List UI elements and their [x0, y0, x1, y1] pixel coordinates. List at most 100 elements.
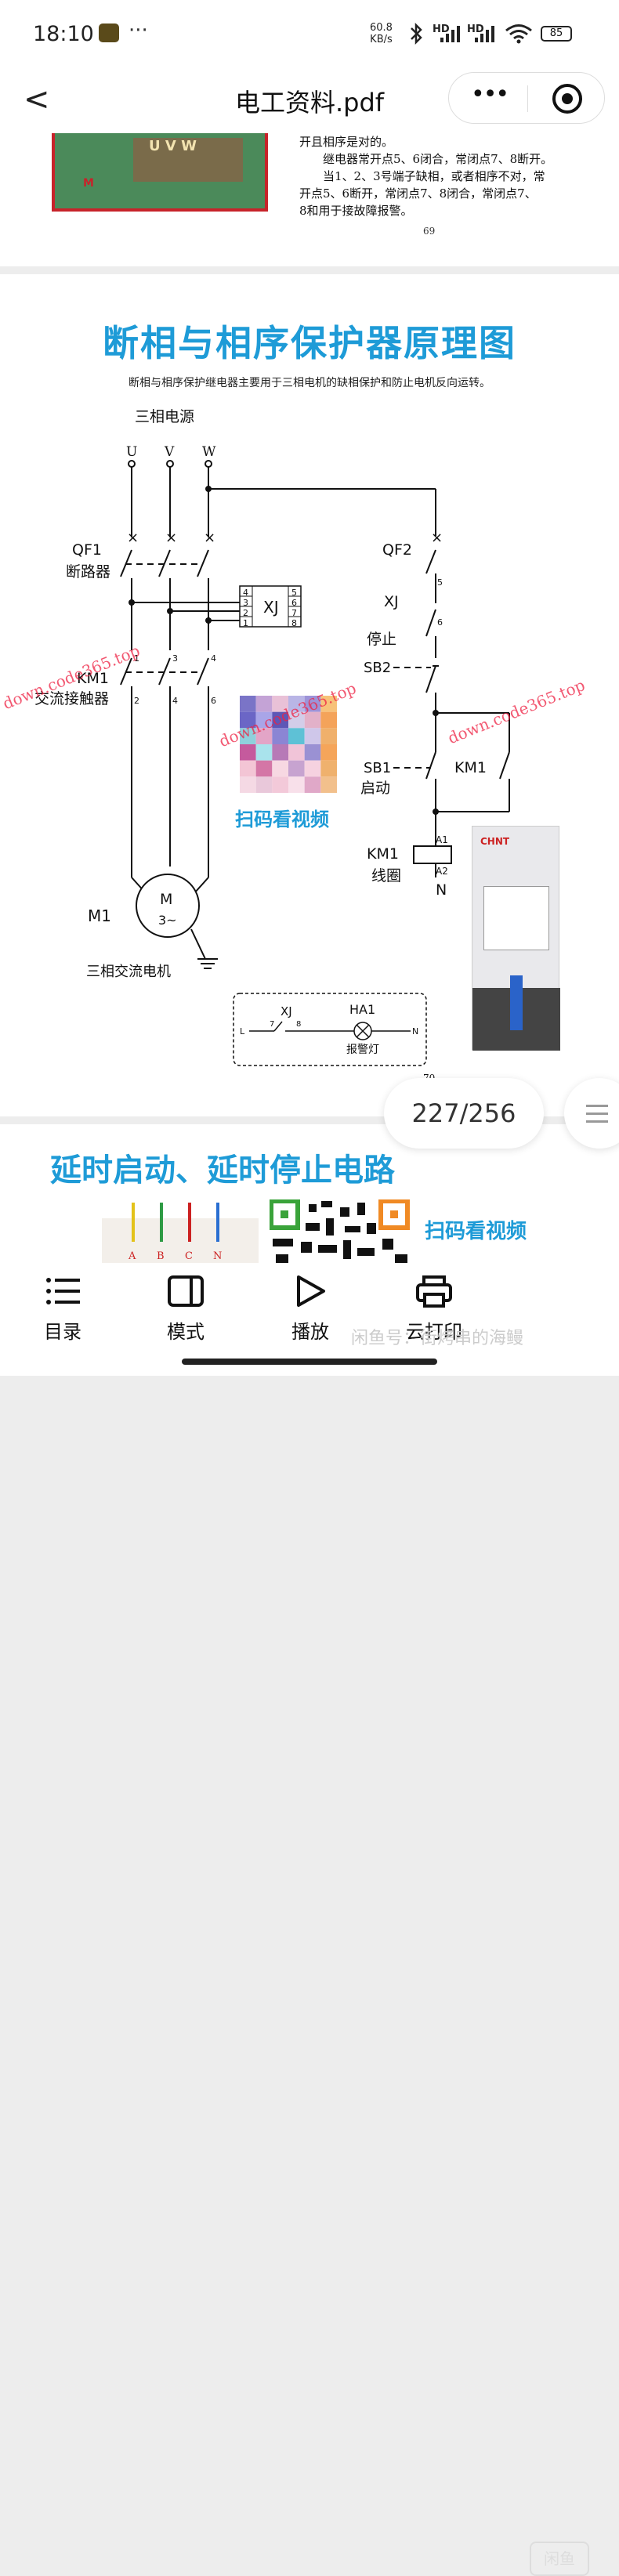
toolbar-play-button[interactable]: 播放 — [263, 1274, 357, 1344]
power-label: 三相电源 — [135, 408, 194, 425]
xj-box-label: XJ — [263, 598, 279, 617]
more-notifications-icon: ··· — [129, 19, 148, 42]
breaker-label: 断路器 — [66, 563, 110, 581]
xj-terminal: 7 — [291, 608, 297, 618]
text-line: 继电器常开点5、6闭合，常闭点7、8断开。 — [299, 152, 553, 166]
alarm-n-label: N — [412, 1026, 418, 1037]
signal-hd-1: HD — [433, 24, 450, 35]
home-indicator — [182, 1359, 437, 1365]
xj-terminal: 1 — [243, 618, 248, 628]
mode-icon — [168, 1275, 204, 1307]
junction-dots — [129, 486, 439, 815]
scan-video-label: 扫码看视频 — [425, 1220, 527, 1243]
more-menu-button[interactable]: ••• — [471, 81, 509, 108]
toolbar-mode-button[interactable]: 模式 — [139, 1274, 233, 1344]
wire-label: B — [157, 1250, 165, 1262]
toolbar-toc-button[interactable]: 目录 — [16, 1274, 110, 1344]
crosses: ×××× — [127, 530, 443, 546]
alarm-circuit — [249, 1021, 411, 1040]
list-icon — [46, 1278, 80, 1304]
ha1-label: HA1 — [349, 1002, 375, 1017]
svg-text:×: × — [127, 530, 139, 546]
xianyu-logo-watermark: 闲鱼 — [530, 2542, 589, 2576]
qf2-label: QF2 — [382, 541, 412, 559]
qr-code-image — [270, 1199, 411, 1265]
title-bar: < 电工资料.pdf ••• — [0, 67, 619, 133]
phase-u-label: U — [126, 444, 137, 460]
wire-label: C — [185, 1250, 193, 1262]
alarm-contact-8: 8 — [296, 1020, 301, 1029]
text-line: 当1、2、3号端子缺相，或者相序不对，常 — [299, 169, 545, 183]
km1-coil-label: KM1 — [367, 845, 399, 863]
page-69-text: 开且相序是对的。 继电器常开点5、6闭合，常闭点7、8断开。 当1、2、3号端子… — [299, 133, 566, 219]
contact-number: 4 — [211, 653, 216, 664]
sb2-label: SB2 — [364, 660, 391, 676]
xj-terminal: 2 — [243, 608, 248, 618]
footer-watermark: 闲鱼号：街烤串的海鳗 — [351, 1329, 524, 1348]
qf1-label: QF1 — [72, 541, 102, 559]
motor-photo-label: M — [83, 177, 94, 190]
text-line: 8和用于接故障报警。 — [299, 204, 413, 218]
motor-phase-label: 3~ — [158, 913, 177, 928]
contact-number: 5 — [437, 577, 443, 588]
wire-terminals-photo: A B C N — [102, 1203, 259, 1265]
relay-brand: CHNT — [480, 836, 510, 847]
battery-indicator: 85 — [541, 26, 572, 42]
contact-number: 1 — [134, 653, 139, 664]
pdf-page-69: U V W M 开且相序是对的。 继电器常开点5、6闭合，常闭点7、8断开。 当… — [0, 133, 619, 266]
close-mini-program-button[interactable] — [552, 84, 582, 114]
outline-menu-button[interactable] — [564, 1078, 619, 1149]
pdf-page-70: 断相与相序保护器原理图 断相与相序保护继电器主要用于三相电机的缺相保护和防止电机… — [0, 274, 619, 1116]
contact-number: 2 — [134, 696, 139, 706]
phase-v-label: V — [164, 444, 175, 460]
wifi-icon — [505, 24, 532, 44]
relay-product-photo: CHNT — [472, 826, 560, 1051]
text-line: 开点5、6断开，常闭点7、8闭合，常闭点7、 — [299, 186, 537, 201]
phase-w-label: W — [202, 444, 216, 460]
relay-wiring-window — [483, 886, 549, 950]
xj-terminal: 6 — [291, 598, 297, 608]
toolbar-play-label: 播放 — [291, 1321, 329, 1343]
svg-text:×: × — [204, 530, 215, 546]
km1-main-label: KM1 — [77, 670, 109, 687]
wire-label: N — [213, 1250, 222, 1262]
contact-number: 6 — [437, 617, 443, 628]
alarm-contact-7: 7 — [270, 1020, 274, 1029]
xj-terminal: 3 — [243, 598, 248, 608]
toolbar-mode-label: 模式 — [167, 1321, 205, 1343]
document-title: 电工资料.pdf — [234, 88, 385, 118]
toolbar-toc-label: 目录 — [44, 1321, 81, 1343]
page-heading: 延时启动、延时停止电路 — [50, 1152, 395, 1189]
xj-terminal: 4 — [243, 588, 248, 598]
neutral-label: N — [436, 881, 447, 899]
motor-photo: U V W M — [52, 133, 268, 212]
wire-label: A — [128, 1250, 136, 1262]
signal-icon-1 — [440, 26, 460, 42]
page-heading: 断相与相序保护器原理图 — [103, 322, 516, 364]
bluetooth-icon — [411, 22, 422, 45]
svg-text:×: × — [165, 530, 177, 546]
contact-number: 6 — [211, 696, 216, 706]
scan-video-label: 扫码看视频 — [235, 809, 329, 830]
back-button[interactable]: < — [24, 81, 50, 118]
schematic-diagram: ×××× 三相电源 U V W QF1 断路器 QF2 XJ 4 3 2 1 5 — [34, 408, 510, 1084]
app-notification-icon — [99, 24, 119, 42]
contact-number: 4 — [172, 696, 178, 706]
printer-icon — [416, 1275, 452, 1308]
pdf-page-71: 延时启动、延时停止电路 A B C N 扫码看视频 — [0, 1124, 619, 1265]
signal-icon-2 — [475, 26, 494, 42]
toolbar-print-button[interactable]: 云打印 — [387, 1274, 481, 1344]
text-line: 开且相序是对的。 — [299, 135, 394, 149]
terminal-block-photo: U V W — [133, 138, 243, 182]
network-speed-value: 60.8 — [370, 22, 393, 34]
page-counter[interactable]: 227/256 — [384, 1078, 544, 1149]
xj-terminal: 5 — [291, 588, 297, 598]
page-number: 69 — [423, 226, 436, 237]
alarm-l-label: L — [240, 1026, 245, 1037]
start-label: 启动 — [360, 780, 390, 797]
coil-label: 线圈 — [371, 867, 401, 885]
mini-program-capsule: ••• — [448, 72, 605, 124]
a1-label: A1 — [436, 834, 448, 845]
stop-label: 停止 — [367, 631, 396, 648]
